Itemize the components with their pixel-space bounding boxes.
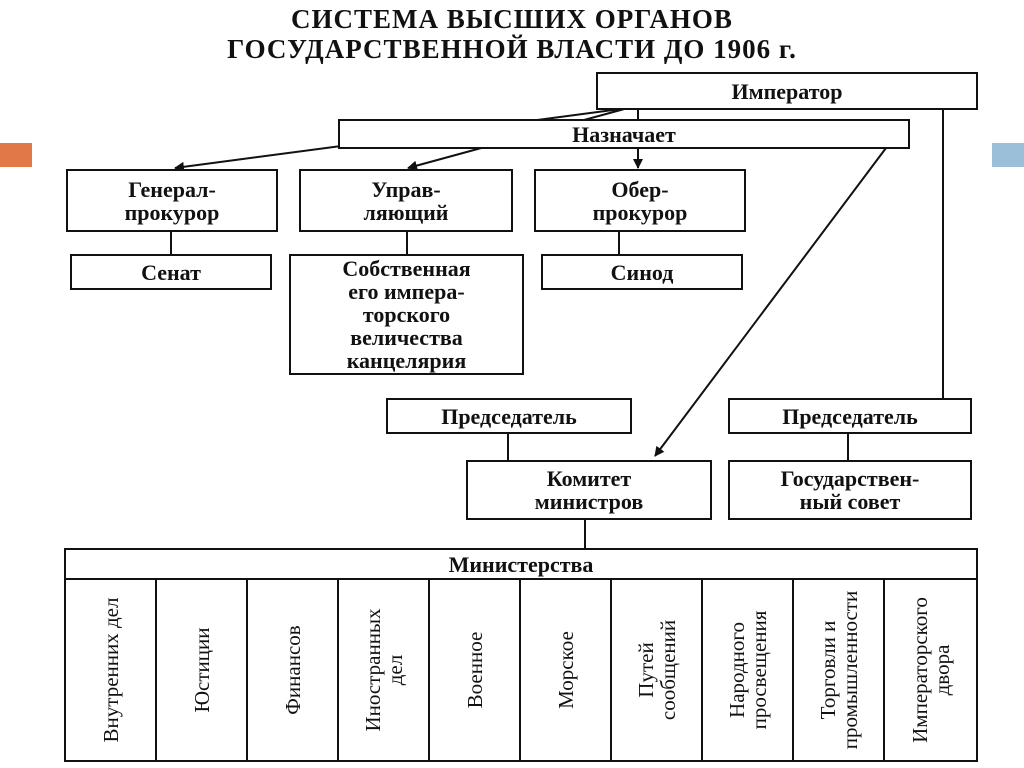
ministry-column: Военное [430, 580, 521, 760]
ministry-label: Морское [553, 631, 578, 709]
node-chairman-state-council: Председатель [728, 398, 972, 434]
node-synod: Синод [541, 254, 743, 290]
ministry-label: Народного просвещения [724, 610, 771, 730]
ministry-label: Финансов [280, 625, 305, 715]
node-senate: Сенат [70, 254, 272, 290]
ministry-label: Императорского двора [907, 597, 954, 743]
ministry-label: Путей сообщений [633, 619, 680, 721]
node-state-council: Государствен- ный совет [728, 460, 972, 520]
node-committee-of-ministers: Комитет министров [466, 460, 712, 520]
ministries-header: Министерства [64, 548, 978, 580]
ministry-label: Военное [462, 631, 487, 709]
ministry-column: Морское [521, 580, 612, 760]
ministry-column: Народного просвещения [703, 580, 794, 760]
node-ober-prosecutor: Обер- прокурор [534, 169, 746, 232]
ministry-column: Внутренних дел [66, 580, 157, 760]
ministry-column: Торговли и промышленности [794, 580, 885, 760]
accent-bar-right [992, 143, 1024, 167]
diagram-title-line2: ГОСУДАРСТВЕННОЙ ВЛАСТИ ДО 1906 г. [227, 34, 797, 64]
ministry-label: Юстиции [189, 627, 214, 713]
ministry-label: Иностранных дел [360, 608, 407, 732]
node-general-prosecutor: Генерал- прокурор [66, 169, 278, 232]
ministry-column: Императорского двора [885, 580, 976, 760]
ministry-column: Финансов [248, 580, 339, 760]
ministry-label: Внутренних дел [98, 597, 123, 743]
ministry-column: Иностранных дел [339, 580, 430, 760]
node-manager: Управ- ляющий [299, 169, 513, 232]
diagram-title-line1: СИСТЕМА ВЫСШИХ ОРГАНОВ [291, 4, 733, 34]
ministry-column: Путей сообщений [612, 580, 703, 760]
node-appoints: Назначает [338, 119, 910, 149]
node-emperor: Император [596, 72, 978, 110]
ministry-column: Юстиции [157, 580, 248, 760]
accent-bar-left [0, 143, 32, 167]
ministry-label: Торговли и промышленности [815, 590, 862, 750]
node-chancellery: Собственная его импера- торского величес… [289, 254, 524, 375]
node-chairman-committee: Председатель [386, 398, 632, 434]
